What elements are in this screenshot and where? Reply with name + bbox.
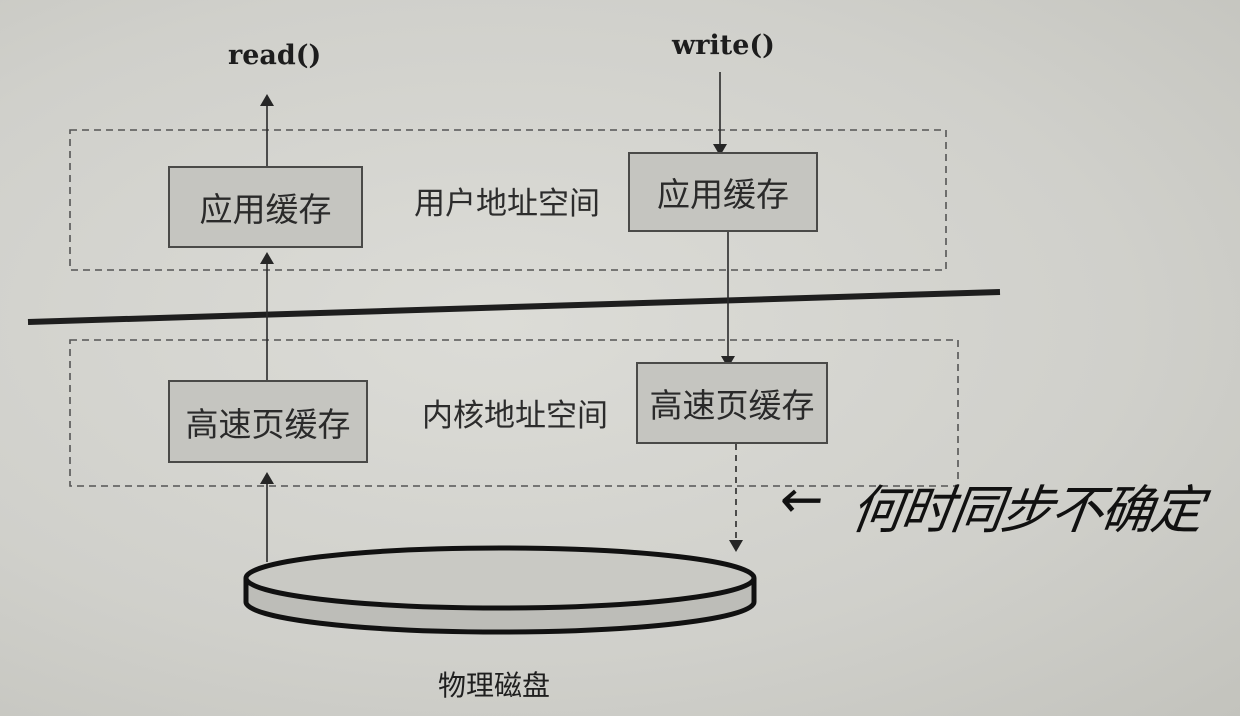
user-space-label: 用户地址空间: [414, 186, 600, 222]
handwritten-note-arrow: ←: [775, 470, 826, 530]
user-space-region: [69, 129, 947, 271]
page-cache-right-box: 高速页缓存: [636, 362, 828, 444]
write-call-label: write(): [672, 30, 775, 61]
read-call-label: read(): [228, 40, 322, 71]
page-cache-left-box: 高速页缓存: [168, 380, 368, 463]
physical-disk-icon: [243, 545, 757, 635]
handwritten-note-text: 何时同步不确定: [847, 481, 1206, 541]
kernel-space-region: [69, 339, 959, 487]
space-separator-line: [27, 289, 1001, 325]
app-cache-right-box: 应用缓存: [628, 152, 818, 232]
kernel-space-label: 内核地址空间: [422, 398, 608, 434]
physical-disk-label: 物理磁盘: [438, 669, 551, 702]
app-cache-left-box: 应用缓存: [168, 166, 363, 248]
